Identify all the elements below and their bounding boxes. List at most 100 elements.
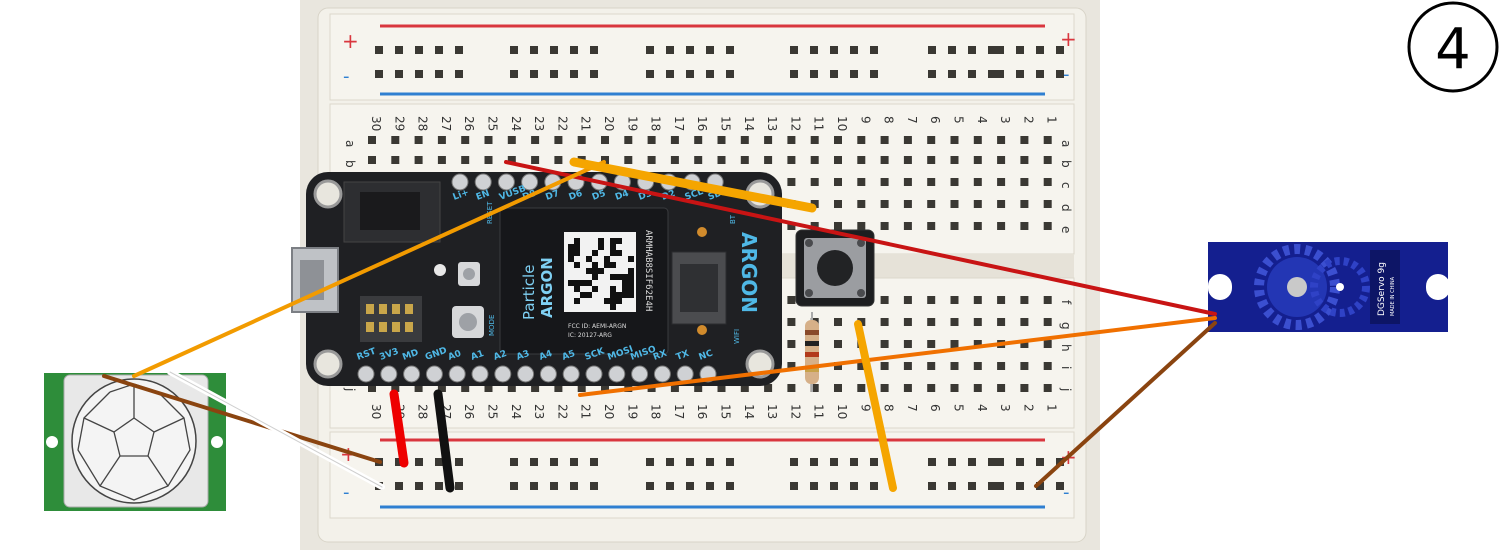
- qr-cell: [604, 298, 610, 304]
- breadboard-hole: [601, 156, 609, 164]
- rail-hole: [1036, 482, 1044, 490]
- argon-bottom-pin: [494, 365, 512, 383]
- breadboard-hole: [391, 136, 400, 144]
- breadboard-hole: [810, 136, 819, 144]
- rail-hole: [530, 46, 538, 54]
- column-number-top: 9: [858, 116, 872, 124]
- column-number-bottom: 7: [905, 404, 919, 412]
- row-letter-right: g: [1059, 322, 1073, 330]
- debug-header-pin: [392, 322, 400, 332]
- argon-bottom-pin-label: A3: [515, 349, 531, 363]
- argon-bottom-pin-label: RX: [652, 349, 669, 363]
- debug-header-pin: [379, 322, 387, 332]
- breadboard-hole: [997, 296, 1006, 304]
- breadboard-hole: [764, 156, 773, 164]
- pir-mount-hole-right: [211, 436, 223, 448]
- breadboard-hole: [531, 384, 540, 392]
- breadboard-hole: [740, 136, 749, 144]
- breadboard-hole: [880, 178, 889, 186]
- rgb-led: [434, 264, 446, 276]
- row-letter-right: a: [1059, 140, 1073, 147]
- breadboard-hole: [950, 340, 959, 348]
- row-letter-right: j: [1059, 387, 1073, 391]
- breadboard-hole: [787, 362, 796, 370]
- argon-top-pin-label: EN: [475, 189, 491, 203]
- argon-bottom-pin-label: A2: [492, 349, 508, 363]
- wire-brown-pir-power: [102, 374, 382, 464]
- qr-cell: [610, 292, 616, 298]
- debug-header-pin: [405, 322, 413, 332]
- column-number-top: 29: [392, 116, 406, 131]
- qr-cell: [592, 250, 598, 256]
- qr-cell: [616, 274, 622, 280]
- breadboard-hole: [554, 156, 563, 164]
- rail-hole: [948, 482, 956, 490]
- argon-bottom-pin: [653, 365, 671, 383]
- rail-hole: [850, 458, 858, 466]
- debug-header-pin: [366, 322, 374, 332]
- column-number-bottom: 22: [555, 404, 569, 419]
- servo-output-gear: [1254, 244, 1340, 330]
- breadboard-hole: [717, 156, 726, 164]
- qr-cell: [568, 256, 574, 262]
- column-number-top: 2: [1021, 116, 1035, 124]
- rail-hole: [790, 70, 798, 78]
- rail-hole: [570, 46, 578, 54]
- qr-cell: [628, 286, 634, 292]
- breadboard-hole: [973, 136, 982, 144]
- argon-name-vertical: ARGON: [737, 232, 761, 313]
- rail-hole: [870, 458, 878, 466]
- argon-bottom-pin: [448, 365, 466, 383]
- rail-hole: [870, 70, 878, 78]
- breadboard-hole: [670, 136, 679, 144]
- breadboard-hole: [950, 362, 959, 370]
- column-number-bottom: 19: [625, 404, 639, 419]
- rail-hole: [686, 458, 694, 466]
- breadboard-hole: [950, 384, 959, 392]
- breadboard-hole: [950, 178, 959, 186]
- column-number-bottom: 28: [416, 404, 430, 419]
- qr-cell: [568, 244, 574, 250]
- rail-hole: [726, 458, 734, 466]
- qr-cell: [628, 268, 634, 274]
- argon-ic-id: IC: 20127-ARG: [568, 332, 612, 339]
- rail-hole: [435, 46, 443, 54]
- wire-brown-servo-power: [1034, 321, 1217, 488]
- rail-hole: [666, 46, 674, 54]
- qr-cell: [622, 292, 628, 298]
- qr-cell: [592, 274, 598, 280]
- push-button[interactable]: [795, 229, 875, 307]
- rail-hole: [870, 46, 878, 54]
- qr-cell: [592, 268, 598, 274]
- debug-header-pin: [392, 304, 400, 314]
- rail-hole: [666, 482, 674, 490]
- qr-cell: [622, 286, 628, 292]
- pir-sensor: [44, 373, 226, 511]
- row-letter-right: d: [1059, 204, 1073, 212]
- top-rail-plus-left: +: [342, 29, 359, 53]
- rail-hole: [810, 458, 818, 466]
- rail-hole: [435, 482, 443, 490]
- rail-hole: [590, 46, 598, 54]
- qr-cell: [616, 298, 622, 304]
- rail-hole: [790, 482, 798, 490]
- rail-hole: [646, 70, 654, 78]
- led-bottom: [697, 325, 707, 335]
- qr-cell: [574, 298, 580, 304]
- rail-hole: [988, 458, 996, 466]
- row-letter-left: b: [343, 160, 357, 168]
- breadboard-hole: [368, 136, 376, 144]
- rail-hole: [996, 482, 1004, 490]
- wire-orange-pir-signal: [132, 160, 606, 378]
- column-number-top: 13: [765, 116, 779, 131]
- breadboard-hole: [950, 318, 959, 326]
- breadboard-hole: [903, 318, 912, 326]
- breadboard-hole: [507, 136, 516, 144]
- rail-hole: [706, 70, 714, 78]
- argon-board: ARMHAB8SIF62E4H FCC ID: AEMI-ARGN IC: 20…: [291, 172, 782, 386]
- rail-hole: [830, 70, 838, 78]
- argon-top-pin-label: D7: [544, 189, 560, 203]
- breadboard-hole: [1020, 340, 1029, 348]
- rail-hole: [968, 46, 976, 54]
